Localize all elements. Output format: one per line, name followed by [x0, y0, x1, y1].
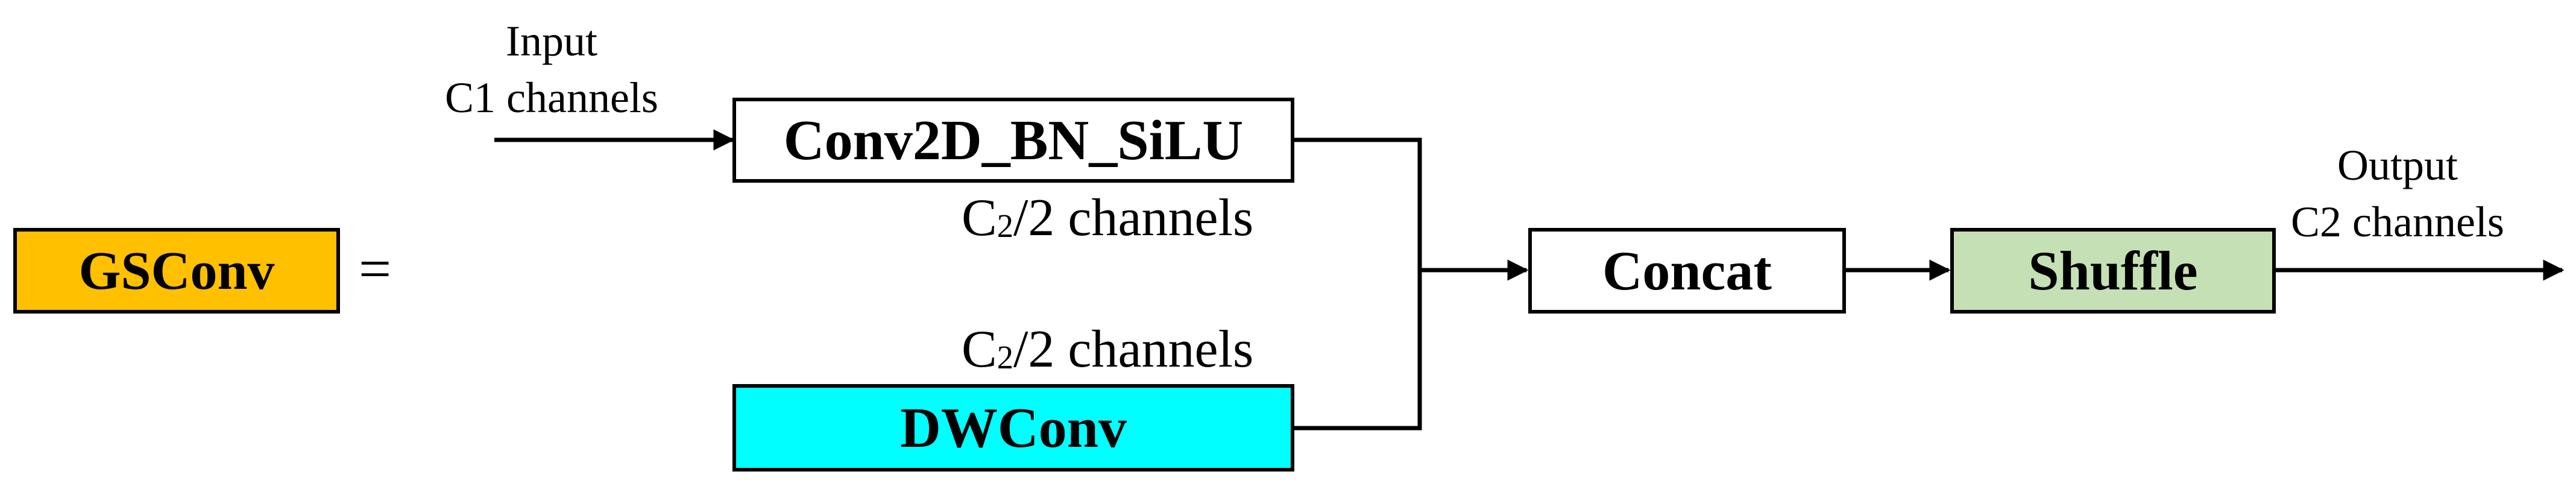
input-label-line2: C1 channels [445, 73, 658, 122]
dwconv-to-junction-line [1294, 270, 1422, 431]
dwconv-output-sub: 2 [997, 338, 1013, 376]
dwconv-box: DWConv [732, 384, 1294, 472]
dwconv-label: DWConv [899, 396, 1127, 459]
conv-output-sub: 2 [997, 207, 1013, 244]
output-label: Output C2 channels [2291, 137, 2504, 250]
input-label-line1: Input [505, 17, 597, 65]
conv2d-bn-silu-label: Conv2D_BN_SiLU [783, 109, 1244, 172]
equals-sign: = [359, 236, 392, 301]
concat-box: Concat [1528, 228, 1846, 314]
dwconv-output-c: C [962, 320, 997, 379]
gsconv-box: GSConv [13, 228, 340, 314]
shuffle-box: Shuffle [1950, 228, 2276, 314]
concat-label: Concat [1602, 240, 1772, 301]
shuffle-label: Shuffle [2028, 240, 2198, 301]
conv-to-junction-line [1294, 137, 1422, 270]
dwconv-output-channels-label: C2/2 channels [962, 323, 1253, 376]
output-label-line2: C2 channels [2291, 197, 2504, 246]
conv2d-bn-silu-box: Conv2D_BN_SiLU [732, 98, 1294, 183]
conv-output-c: C [962, 189, 997, 247]
conv-output-rest: /2 channels [1013, 189, 1254, 247]
gsconv-label: GSConv [78, 241, 275, 301]
input-label: Input C1 channels [445, 13, 658, 126]
conv-output-channels-label: C2/2 channels [962, 192, 1253, 245]
dwconv-output-rest: /2 channels [1013, 320, 1254, 379]
output-label-line1: Output [2337, 141, 2458, 189]
